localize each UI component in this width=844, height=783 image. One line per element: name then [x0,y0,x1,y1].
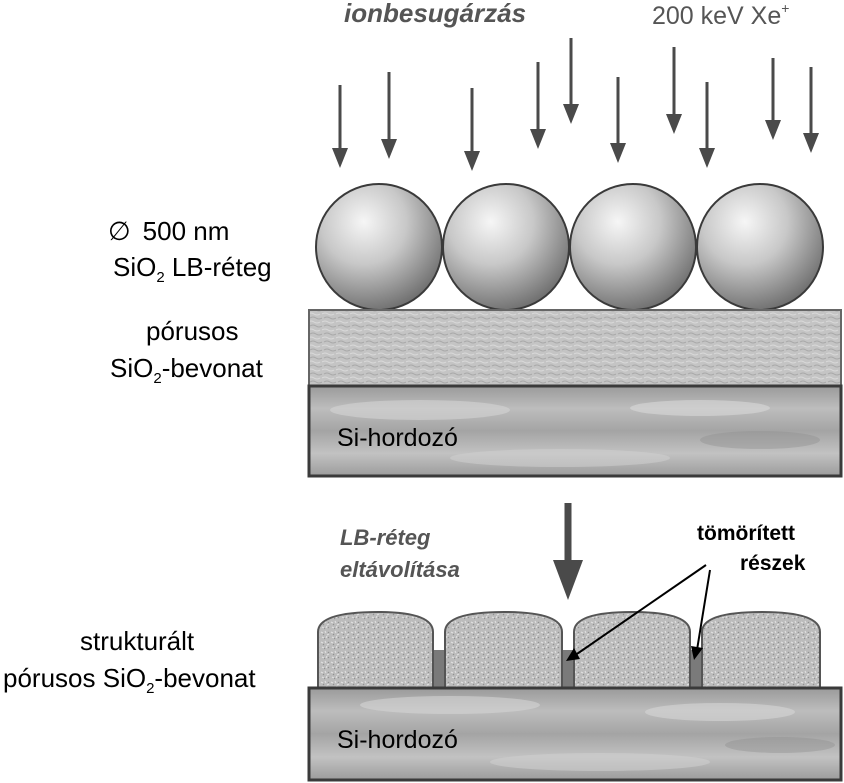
compacted-region [433,650,445,688]
ion-arrow [803,67,819,153]
sio2-sphere [315,183,443,311]
ion-arrow [332,85,348,168]
porous-coating-layer [308,309,842,387]
ion-arrow [699,82,715,168]
porous-dome [573,610,691,689]
compacted-label-1: tömörített [697,522,795,545]
sio2-sphere [569,183,697,311]
ion-arrow [666,47,682,134]
compacted-pointers [566,564,711,661]
ion-charge: + [781,0,789,16]
lb-layer-label: SiO2 LB-réteg [113,252,272,286]
ion-arrow [610,77,626,163]
compacted-region [690,650,702,688]
ion-arrow [765,58,781,140]
compacted-label-2: részek [740,552,806,575]
porous-dome [701,610,821,689]
si-substrate-bottom [307,686,843,782]
ion-arrow [464,88,480,171]
porous-coating-label-2: SiO2-bevonat [110,353,264,387]
ion-arrow [381,72,397,159]
si-substrate-top [307,384,843,478]
substrate-label-top: Si-hordozó [337,424,458,452]
structured-label-1: strukturált [80,626,195,656]
ion-energy-label: 200 keV Xe+ [652,0,789,30]
ion-arrow [530,62,546,149]
porous-dome [317,610,434,689]
porous-coating-label-1: pórusos [146,316,239,346]
lb-sphere-layer [315,183,824,311]
lb-removal-label-1: LB-réteg [340,525,431,550]
structured-coating-layer [317,610,821,689]
ion-beam-arrows [332,38,819,171]
structured-label-2: pórusos SiO2-bevonat [3,663,256,697]
lb-removal-label-2: eltávolítása [340,557,460,582]
sphere-size-label: ∅500 nm [108,216,229,246]
ion-arrow [563,38,579,124]
irradiation-label: ionbesugárzás [344,0,526,28]
substrate-label-bottom: Si-hordozó [337,726,458,754]
sio2-sphere [442,183,570,311]
sio2-sphere [696,183,824,311]
porous-dome [444,610,563,689]
process-arrow [553,503,583,600]
